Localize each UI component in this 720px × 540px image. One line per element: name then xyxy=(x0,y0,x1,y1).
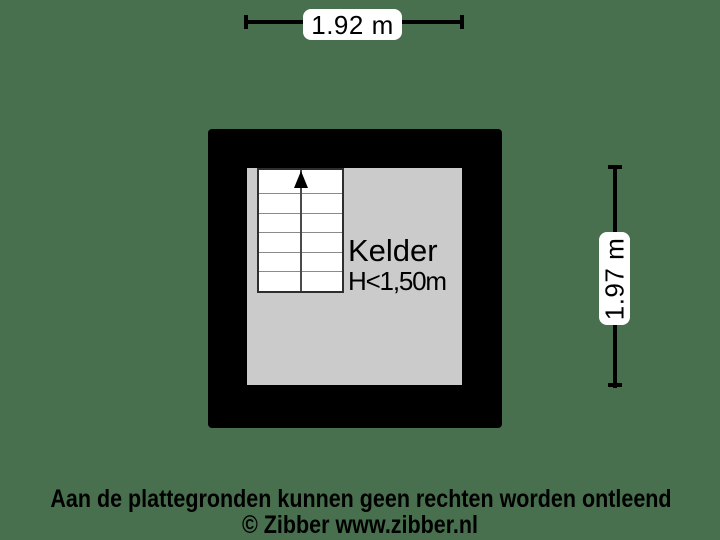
top-dimension-tick-right xyxy=(460,15,464,29)
room-label: Kelder H<1,50m xyxy=(348,233,447,296)
stairs-centerline xyxy=(299,170,302,291)
room-height-note: H<1,50m xyxy=(348,266,447,296)
footer-disclaimer: Aan de plattegronden kunnen geen rechten… xyxy=(50,485,672,513)
right-dimension-tick-top xyxy=(608,165,622,169)
right-dimension-label: 1.97 m xyxy=(599,237,630,320)
top-dimension-tick-left xyxy=(244,15,248,29)
right-dimension-label-box: 1.97 m xyxy=(599,232,630,325)
top-dimension-label: 1.92 m xyxy=(311,9,394,40)
room-name: Kelder xyxy=(348,233,438,268)
stairs xyxy=(257,168,344,293)
stairs-up-arrow-icon xyxy=(293,171,308,188)
top-dimension-label-box: 1.92 m xyxy=(303,9,402,40)
footer-copyright: © Zibber www.zibber.nl xyxy=(241,511,479,539)
right-dimension-tick-bottom xyxy=(608,383,622,387)
